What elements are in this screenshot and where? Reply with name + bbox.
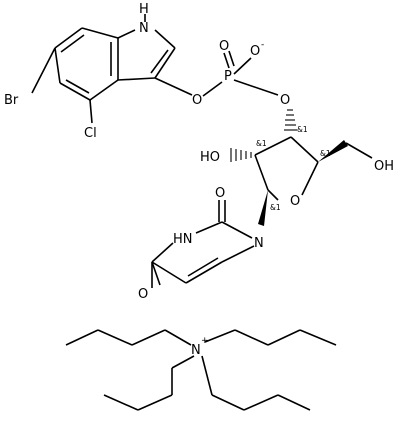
bond — [103, 394, 139, 411]
chloro-label: Cl — [84, 126, 97, 141]
bond — [290, 136, 319, 163]
indole-ring — [31, 14, 193, 124]
tetrabutylammonium — [65, 329, 337, 411]
bond — [164, 329, 192, 346]
bond — [117, 77, 156, 81]
bond — [299, 329, 337, 346]
ester-oxygen-sugar: O — [280, 93, 290, 108]
stereo-label-c2: &1 — [256, 139, 267, 148]
uracil-n1-label: N — [254, 236, 264, 251]
ring-oxygen-label: O — [290, 194, 300, 209]
bond — [150, 49, 169, 74]
uracil-hn3-label: HN — [173, 232, 193, 247]
bond — [267, 329, 301, 346]
hydroxyl-2-label: HO — [200, 150, 220, 165]
bond — [233, 57, 252, 75]
stereo-label-c1: &1 — [270, 203, 281, 212]
bond — [54, 47, 61, 84]
bond — [234, 329, 269, 346]
bond — [59, 82, 91, 101]
bond — [301, 161, 319, 196]
ester-oxygen-indole: O — [192, 93, 202, 108]
bromo-label: Br — [4, 93, 19, 108]
bond — [151, 261, 161, 286]
bond — [185, 261, 223, 284]
uracil-o4-label: O — [138, 287, 148, 302]
bond — [65, 79, 90, 94]
bond — [258, 190, 268, 226]
bond — [137, 394, 173, 411]
bond — [54, 27, 83, 49]
stereo-label-c3: &1 — [297, 125, 308, 134]
bond — [221, 245, 255, 263]
bond — [195, 221, 223, 234]
bond — [60, 34, 85, 53]
bond — [345, 142, 373, 159]
bond — [154, 77, 193, 96]
bond — [31, 47, 56, 94]
bond — [228, 50, 235, 67]
bond — [89, 79, 119, 101]
bond — [201, 355, 213, 396]
bond — [204, 329, 236, 343]
bond — [151, 242, 174, 263]
bond — [223, 52, 230, 69]
bond — [89, 99, 93, 124]
anionic-oxygen: O — [250, 44, 260, 59]
phosphate-group — [202, 50, 279, 97]
bond — [243, 394, 279, 411]
uracil-ring — [151, 200, 255, 288]
bond — [211, 394, 245, 411]
bond — [254, 154, 269, 191]
bond — [318, 140, 348, 162]
ammonium-n-label: N — [191, 343, 201, 358]
bond — [131, 329, 166, 346]
phosphorus-label: P — [224, 69, 232, 84]
bond — [277, 394, 311, 411]
ribose-ring — [230, 109, 373, 226]
bond — [154, 47, 176, 79]
bond — [171, 355, 195, 369]
ammonium-charge: + — [201, 336, 209, 346]
bond — [221, 221, 253, 239]
phosphoryl-oxygen: O — [219, 39, 229, 54]
uracil-o2-label: O — [215, 186, 225, 201]
bond — [267, 189, 279, 201]
bond — [187, 257, 219, 277]
bond — [154, 29, 176, 49]
bond — [97, 329, 133, 346]
stereo-label-c4: &1 — [320, 149, 331, 158]
indole-h-label: H — [139, 2, 149, 17]
bond — [65, 329, 99, 346]
bond — [81, 27, 119, 39]
hydroxyl-5-label: OH — [374, 159, 394, 174]
anionic-oxygen-charge: - — [261, 40, 264, 50]
bond — [151, 261, 187, 284]
indole-n-label: N — [139, 21, 149, 36]
bond — [233, 79, 279, 96]
bond — [202, 81, 223, 97]
bond — [117, 29, 136, 39]
bond — [254, 136, 292, 156]
